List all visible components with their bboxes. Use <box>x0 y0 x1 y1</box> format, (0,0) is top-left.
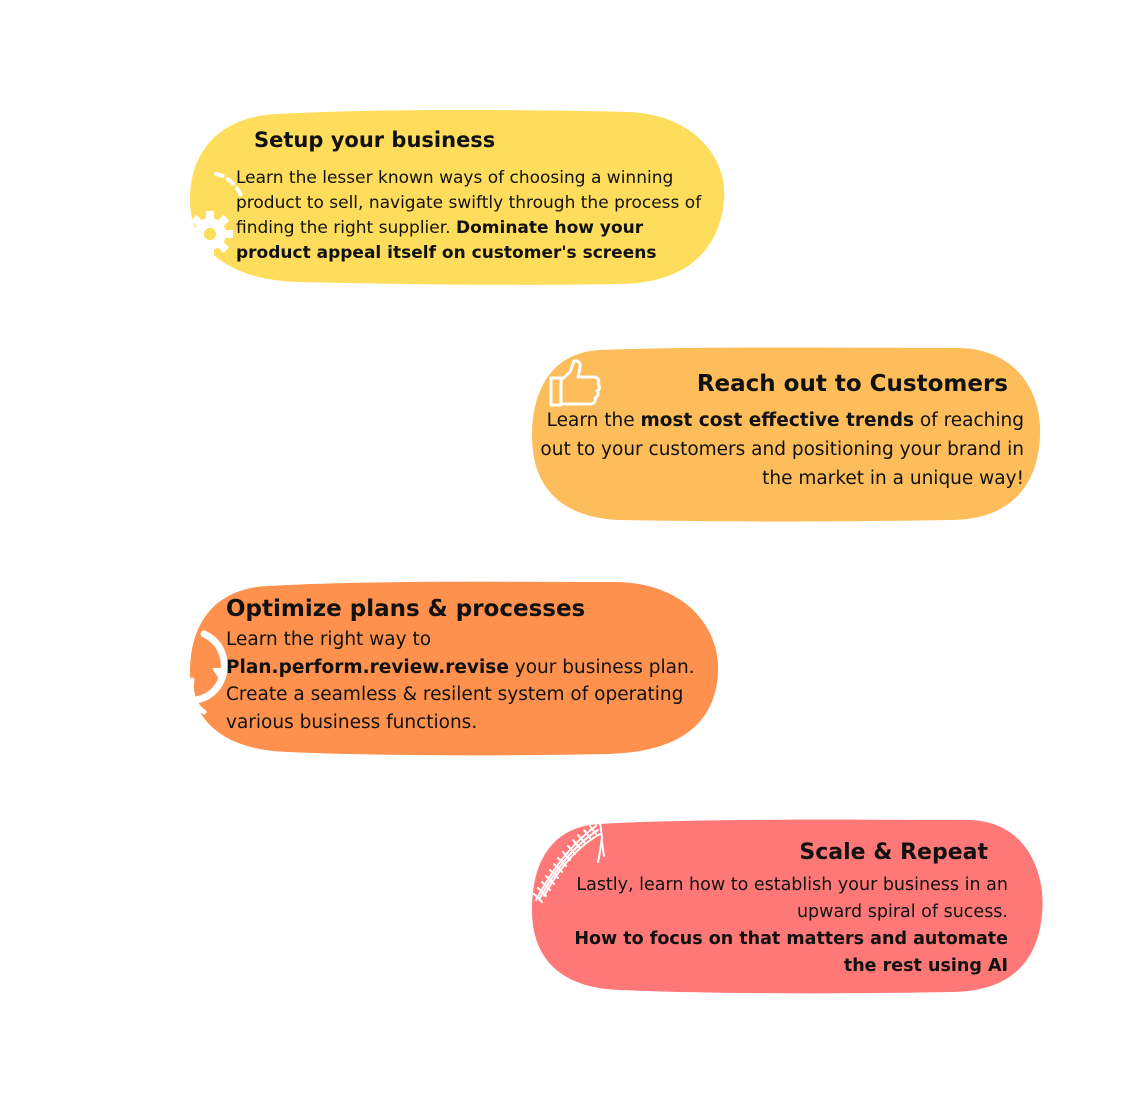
card-description-highlight: Dominate how your product appeal itself … <box>236 218 657 263</box>
card-title: Scale & Repeat <box>799 840 988 865</box>
card-setup-business: Setup your business Learn the lesser kno… <box>188 108 726 286</box>
card-shape <box>190 581 719 756</box>
card-description-text-end: your business plan. Create a seamless & … <box>226 656 695 733</box>
card-background <box>190 110 725 285</box>
gear-icon <box>188 172 244 257</box>
card-background <box>190 581 719 756</box>
card-description: Learn the right way to Plan.perform.revi… <box>226 626 706 736</box>
card-scale-repeat: Scale & Repeat Lastly, learn how to esta… <box>530 818 1044 994</box>
card-background <box>532 347 1041 522</box>
card-description: Learn the most cost effective trends of … <box>534 406 1024 493</box>
card-description: Lastly, learn how to establish your busi… <box>538 872 1008 980</box>
card-description-text: Learn the <box>546 410 641 431</box>
card-description-text: Lastly, learn how to establish your busi… <box>576 875 1008 922</box>
card-title: Optimize plans & processes <box>226 596 586 622</box>
rocket-sketch-icon <box>533 820 605 903</box>
card-description-highlight: How to focus on that matters and automat… <box>574 929 1008 976</box>
card-optimize-plans: Optimize plans & processes Learn the rig… <box>188 580 720 756</box>
card-reach-customers: Reach out to Customers Learn the most co… <box>530 346 1042 522</box>
card-title: Reach out to Customers <box>696 371 1008 397</box>
card-shape <box>532 819 1043 994</box>
card-background <box>532 819 1043 994</box>
card-shape <box>532 347 1041 522</box>
card-description-text: Learn the right way to <box>226 629 432 650</box>
card-title: Setup your business <box>254 128 496 152</box>
card-description-highlight: Plan.perform.review.revise <box>226 656 509 678</box>
card-description-text: Learn the lesser known ways of choosing … <box>236 168 702 238</box>
refresh-arrow-icon <box>189 630 228 715</box>
thumbs-up-icon <box>549 359 601 407</box>
card-shape <box>190 110 725 285</box>
card-description-highlight: most cost effective trends <box>640 410 914 431</box>
card-description-text-end: of reaching out to your customers and po… <box>540 410 1024 489</box>
card-description: Learn the lesser known ways of choosing … <box>236 166 711 266</box>
